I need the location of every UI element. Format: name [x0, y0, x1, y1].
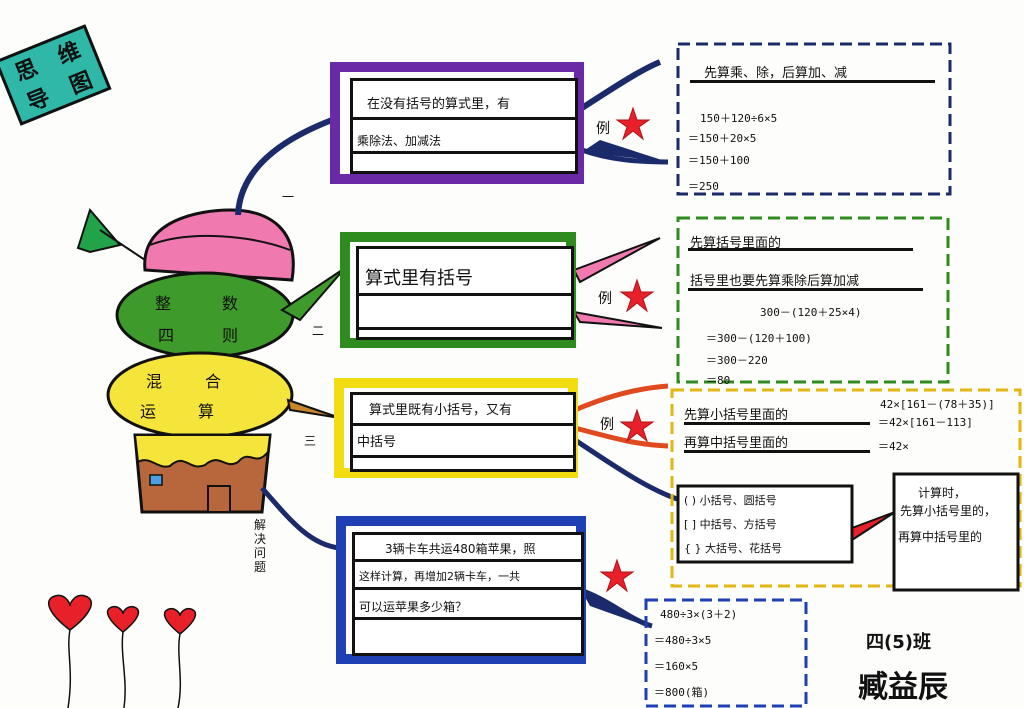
math-step: ＝42×	[878, 440, 909, 453]
rule-underline	[684, 450, 870, 453]
rule-text: 先算括号里面的	[690, 236, 782, 251]
math-step: 42×[161－(78＋35)]	[880, 398, 995, 411]
branch-index: 一	[282, 190, 295, 204]
cake-label: 算	[198, 402, 215, 421]
topic-text: 3辆卡车共运480箱苹果，照	[385, 542, 536, 556]
topic-text: 中括号	[357, 435, 397, 450]
topic-text: 在没有括号的算式里，有	[367, 97, 511, 112]
topic-text: 算式里有括号	[365, 268, 473, 289]
rule-underline	[690, 80, 935, 83]
math-step: ＝150＋100	[688, 154, 750, 167]
example-label: 例	[600, 417, 614, 433]
math-step: ＝150＋20×5	[688, 132, 757, 145]
cake-label: 混	[146, 372, 163, 391]
example-box-2	[676, 216, 950, 384]
bracket-item: { } 大括号、花括号	[684, 542, 782, 555]
heart-icon	[106, 605, 140, 633]
cake-top	[143, 208, 295, 282]
sign-char: 图	[66, 67, 97, 100]
rule-text: 先算小括号里面的	[684, 408, 789, 423]
rule-text: 括号里也要先算乘除后算加减	[690, 274, 860, 289]
math-step: 300－(120＋25×4)	[760, 306, 862, 319]
topic-box-2: 算式里有括号	[340, 232, 576, 348]
cake-label: 整	[155, 294, 172, 313]
sign-char: 导	[23, 85, 54, 117]
cake-label: 合	[205, 372, 222, 391]
math-step: ＝80	[706, 374, 731, 387]
heart-icon	[48, 594, 92, 631]
rule-underline	[688, 288, 923, 291]
math-step: 480÷3×(3＋2)	[660, 608, 738, 621]
math-step: 150＋120÷6×5	[700, 112, 778, 125]
rule-underline	[688, 248, 913, 251]
rule-text: 再算中括号里面的	[684, 436, 789, 451]
topic-text: 算式里既有小括号，又有	[369, 403, 513, 418]
topic-box-1: 在没有括号的算式里，有 乘除法、加减法	[330, 62, 584, 184]
cake-middle	[115, 271, 295, 359]
branch-index: 解决问题	[254, 518, 267, 574]
author-name: 臧益辰	[858, 670, 948, 705]
example-box-1	[676, 42, 952, 196]
example-box-3	[670, 388, 1022, 588]
math-step: ＝160×5	[654, 660, 699, 673]
math-step: ＝300－220	[706, 354, 768, 367]
heart-icon	[163, 607, 197, 635]
cake-label: 四	[158, 326, 175, 345]
note-text: 再算中括号里的	[898, 530, 983, 544]
umbrella-icon	[76, 207, 149, 263]
cake-yellow	[106, 351, 294, 439]
math-step: ＝800(箱)	[654, 686, 710, 699]
star-icon	[599, 558, 635, 593]
note-text: 计算时，	[918, 486, 967, 500]
example-box-4	[644, 598, 808, 708]
topic-text: 乘除法、加减法	[357, 134, 442, 148]
author-class: 四(5)班	[866, 632, 931, 653]
cake-label: 运	[140, 402, 157, 421]
topic-box-4: 3辆卡车共运480箱苹果，照 这样计算，再增加2辆卡车，一共 可以运苹果多少箱？	[336, 516, 586, 664]
cake-label: 则	[222, 326, 239, 345]
math-step: ＝42×[161－113]	[878, 416, 973, 429]
example-label: 例	[596, 121, 610, 137]
note-text: 先算小括号里的，	[900, 504, 997, 518]
math-step: ＝480÷3×5	[654, 634, 712, 647]
note-box	[892, 472, 1020, 592]
star-icon	[615, 106, 651, 141]
topic-text: 可以运苹果多少箱？	[359, 600, 468, 614]
branch-index: 二	[312, 324, 325, 338]
branch-index: 三	[304, 434, 317, 448]
example-label: 例	[598, 291, 612, 307]
star-icon	[619, 278, 655, 313]
rule-text: 先算乘、除，后算加、减	[704, 66, 848, 81]
cake-label: 数	[222, 294, 239, 313]
bracket-box	[676, 484, 854, 564]
math-step: ＝300－(120＋100)	[706, 332, 812, 345]
rule-underline	[684, 422, 870, 425]
star-icon	[619, 408, 655, 443]
bracket-item: [ ] 中括号、方括号	[684, 518, 777, 531]
bracket-item: ( ) 小括号、圆括号	[684, 494, 777, 507]
topic-box-3: 算式里既有小括号，又有 中括号	[334, 378, 578, 478]
math-step: ＝250	[688, 180, 719, 193]
heart-balloons	[48, 594, 197, 708]
topic-text: 这样计算，再增加2辆卡车，一共	[359, 570, 520, 583]
